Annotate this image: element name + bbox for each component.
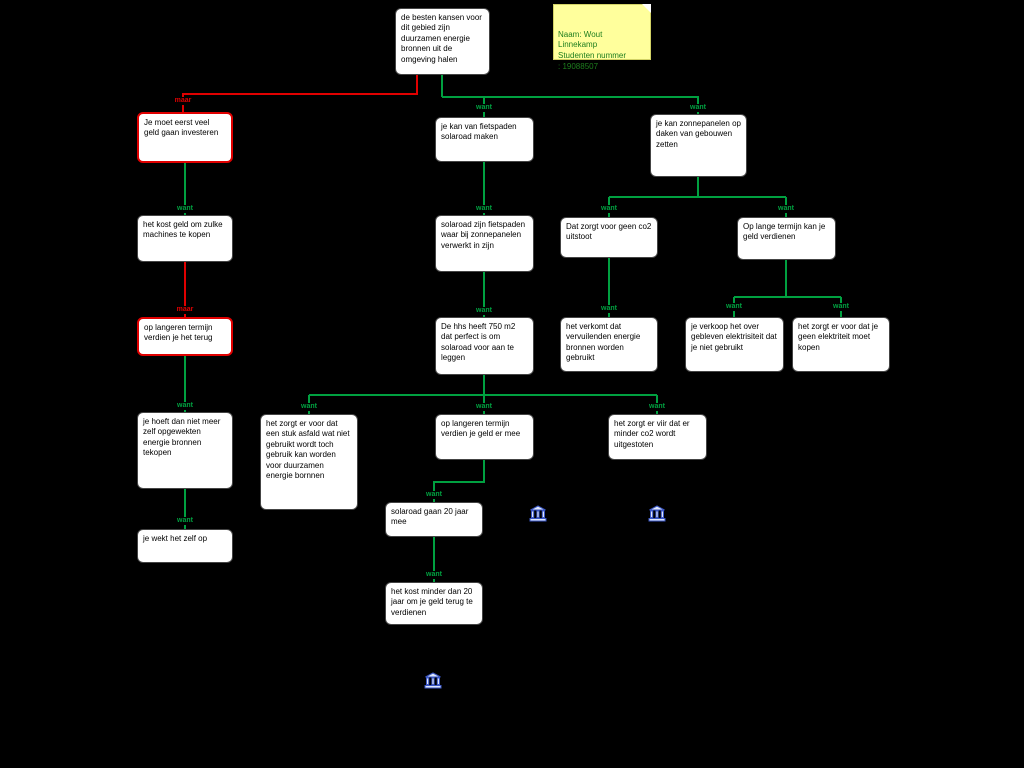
node-reason-lange-termijn-geld[interactable]: Op lange termijn kan je geld verdienen (737, 217, 836, 260)
node-objection-investeren[interactable]: Je moet eerst veel geld gaan investeren (137, 112, 233, 163)
edge-label-want[interactable]: want (424, 491, 444, 500)
node-reason-voorkomt-vervuiling[interactable]: het verkomt dat vervuilenden energie bro… (560, 317, 658, 372)
node-reason-minder-co2[interactable]: het zorgt er viir dat er minder co2 word… (608, 414, 707, 460)
node-reason-asfalt-gebruik[interactable]: het zorgt er voor dat een stuk asfald wa… (260, 414, 358, 510)
node-reason-solaroad[interactable]: je kan van fietspaden solaroad maken (435, 117, 534, 162)
node-reason-geen-elektriciteit-kopen[interactable]: het zorgt er voor dat je geen elektritei… (792, 317, 890, 372)
building-icon[interactable] (424, 672, 442, 689)
edge-label-maar[interactable]: maar (172, 97, 194, 106)
edge-label-want[interactable]: want (474, 307, 494, 316)
edge-label-want[interactable]: want (647, 403, 667, 412)
edge-label-want[interactable]: want (175, 517, 195, 526)
edge-label-want[interactable]: want (474, 104, 494, 113)
node-reason-kost-geld[interactable]: het kost geld om zulke machines te kopen (137, 215, 233, 262)
edge-label-want[interactable]: want (299, 403, 319, 412)
edge-label-want[interactable]: want (175, 205, 195, 214)
building-icon[interactable] (648, 505, 666, 522)
node-reason-geen-co2[interactable]: Dat zorgt voor geen co2 uitstoot (560, 217, 658, 258)
edge-label-want[interactable]: want (474, 403, 494, 412)
edge-label-want[interactable]: want (831, 303, 851, 312)
node-objection-terugverdienen[interactable]: op langeren termijn verdien je het terug (137, 317, 233, 356)
node-reason-niet-kopen[interactable]: je hoeft dan niet meer zelf opgewekten e… (137, 412, 233, 489)
edge-label-maar[interactable]: maar (174, 306, 196, 315)
node-reason-zelf-opwekken[interactable]: je wekt het zelf op (137, 529, 233, 563)
edge-label-want[interactable]: want (724, 303, 744, 312)
building-icon[interactable] (529, 505, 547, 522)
edge-label-want[interactable]: want (599, 305, 619, 314)
edge-label-want[interactable]: want (599, 205, 619, 214)
node-reason-zonnepanelen-daken[interactable]: je kan zonnepanelen op daken van gebouwe… (650, 114, 747, 177)
note-text: Naam: Wout Linnekamp Studenten nummer : … (558, 29, 627, 71)
sticky-note[interactable]: Naam: Wout Linnekamp Studenten nummer : … (553, 4, 651, 71)
node-reason-hhs-750m2[interactable]: De hhs heeft 750 m2 dat perfect is om so… (435, 317, 534, 375)
edge-label-want[interactable]: want (175, 402, 195, 411)
edge-label-want[interactable]: want (474, 205, 494, 214)
node-reason-terugverdientijd[interactable]: het kost minder dan 20 jaar om je geld t… (385, 582, 483, 625)
node-main-claim[interactable]: de besten kansen voor dit gebied zijn du… (395, 8, 490, 75)
node-reason-20-jaar[interactable]: solaroad gaan 20 jaar mee (385, 502, 483, 537)
edge-label-want[interactable]: want (424, 571, 444, 580)
node-reason-geld-verdienen[interactable]: op langeren termijn verdien je geld er m… (435, 414, 534, 460)
edge-label-want[interactable]: want (688, 104, 708, 113)
note-fold (642, 4, 651, 13)
node-reason-verkoop-elektriciteit[interactable]: je verkoop het over gebleven elektrisite… (685, 317, 784, 372)
edge-label-want[interactable]: want (776, 205, 796, 214)
node-reason-solaroad-uitleg[interactable]: solaroad zijn fietspaden waar bij zonnep… (435, 215, 534, 272)
